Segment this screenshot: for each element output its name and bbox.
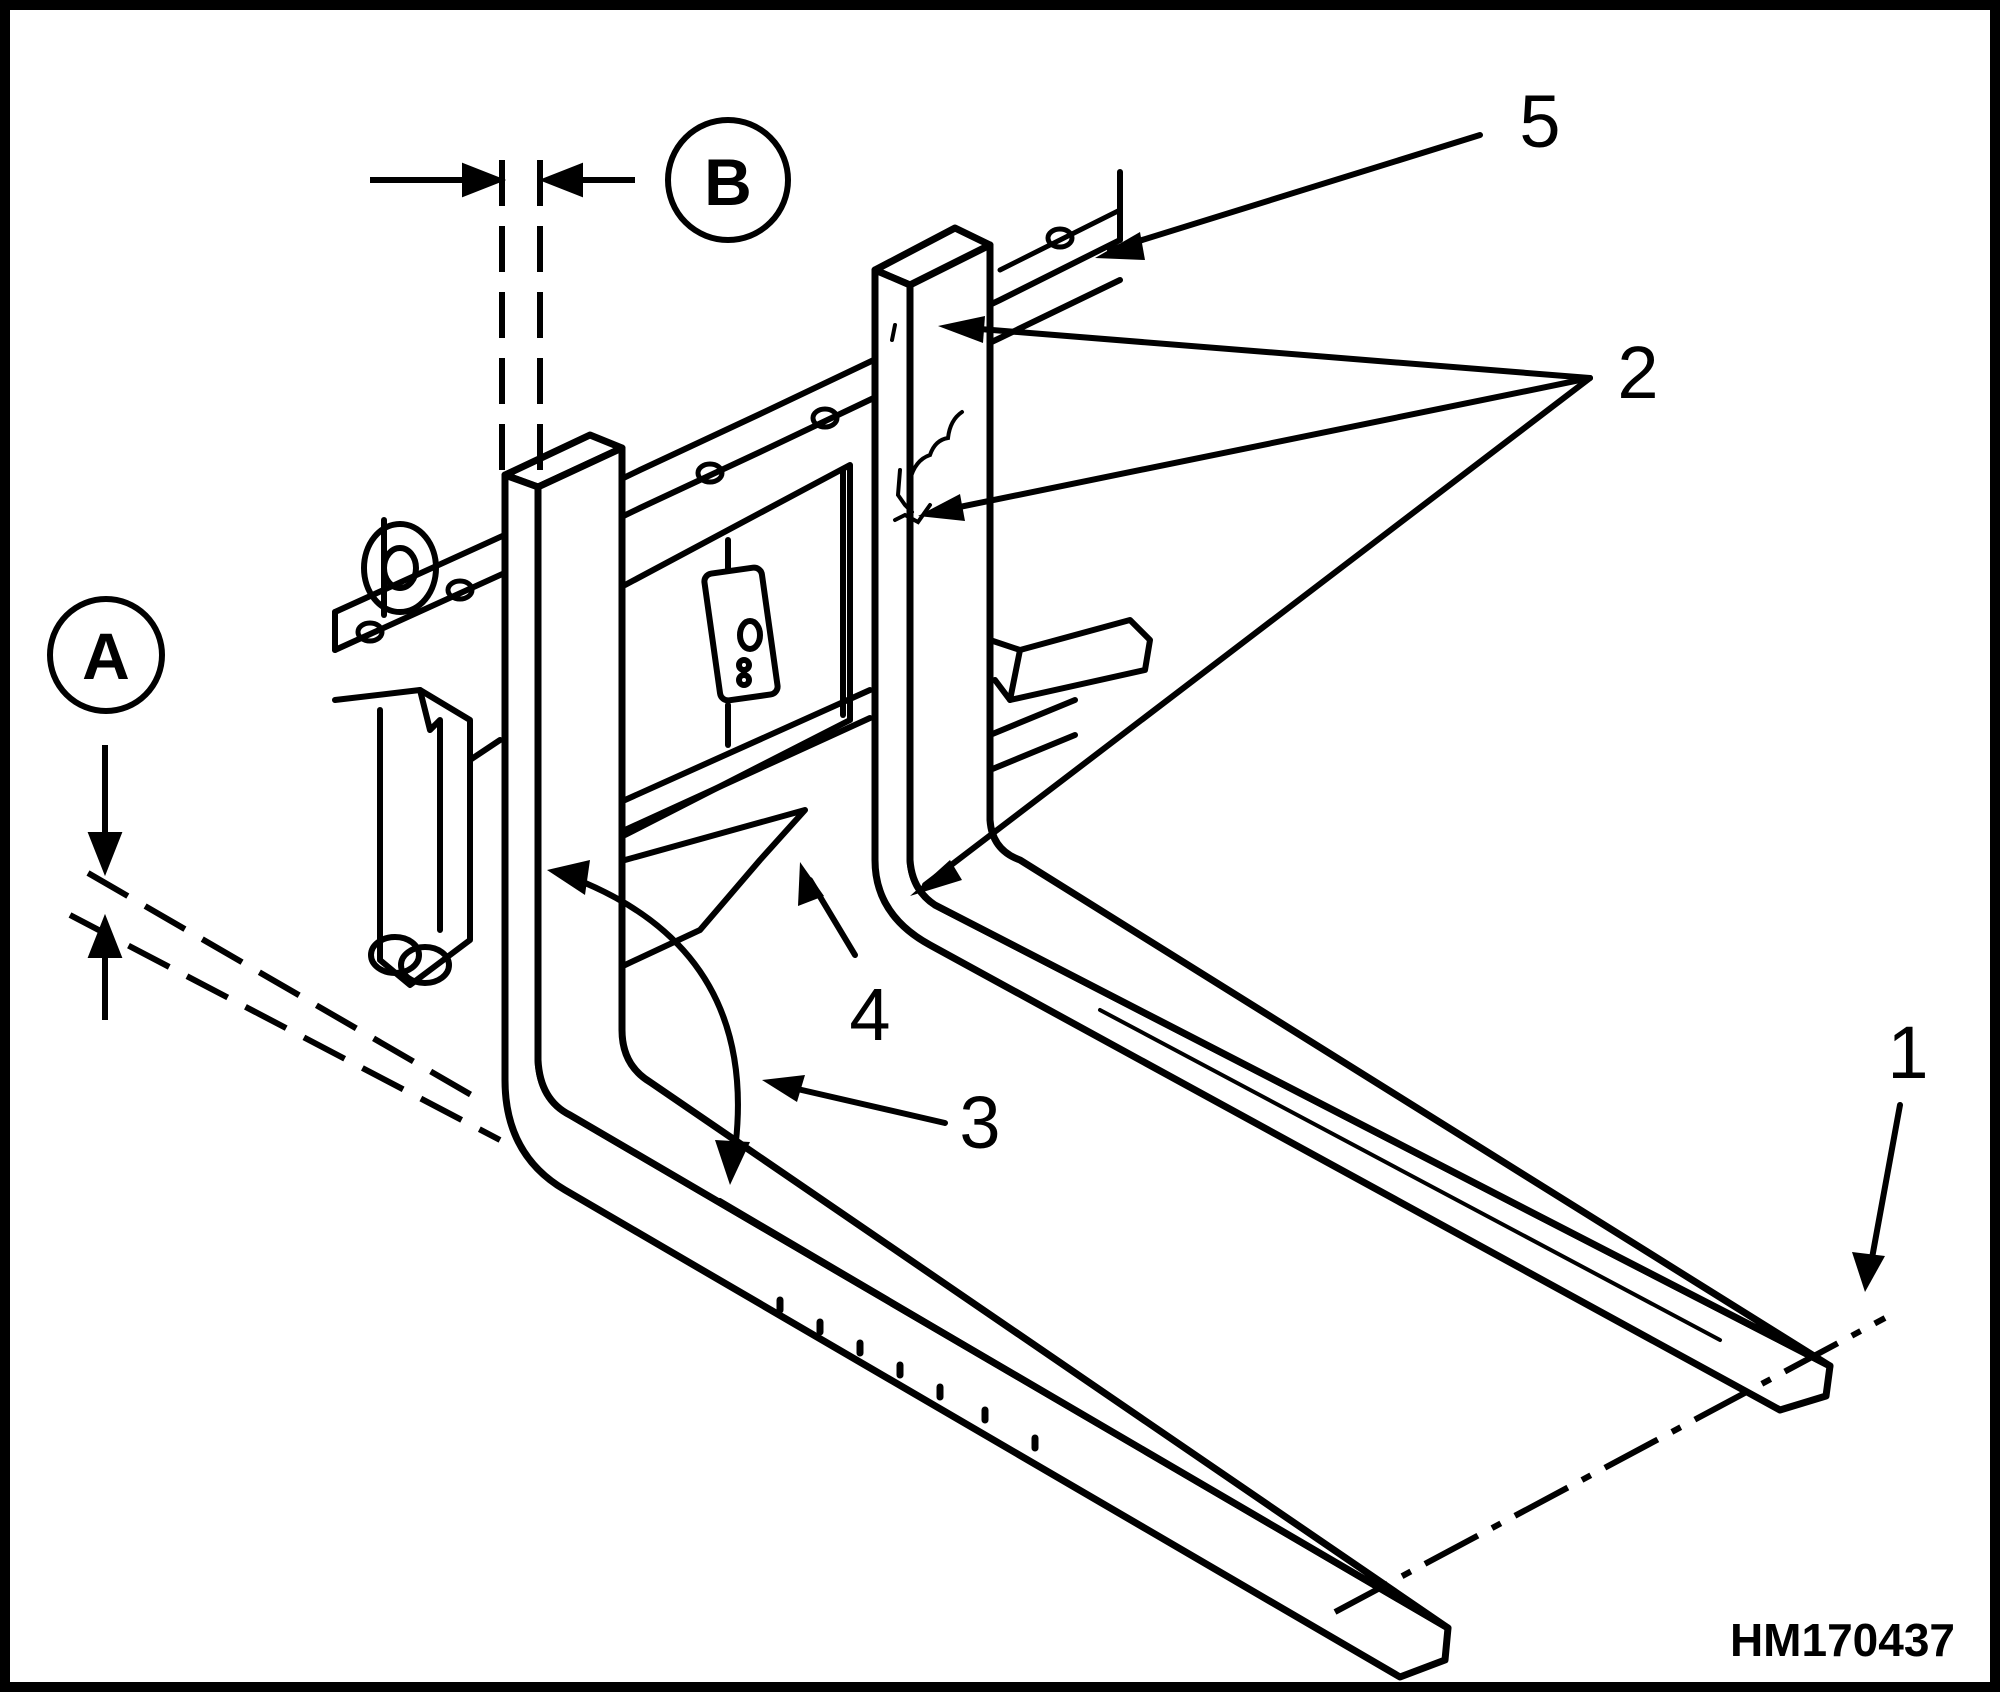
callout-3-arrowhead-bottom <box>715 1140 750 1185</box>
fork-tip-alignment-line <box>1333 1315 1887 1615</box>
callout-5-arrowhead <box>1095 232 1145 260</box>
callout-3-leader <box>777 1082 948 1126</box>
callout-5-leader <box>1107 132 1483 253</box>
callout-3-label: 3 <box>959 1081 1000 1164</box>
right-fork <box>871 224 1834 1414</box>
carriage-chain <box>355 207 1123 644</box>
callout-2-leader-a <box>952 324 1593 381</box>
carriage-lower-rail-upper <box>622 687 873 803</box>
carriage-bottom-edge <box>622 807 808 968</box>
callout-2-label: 2 <box>1617 331 1658 414</box>
dim-a-line-lower <box>68 912 502 1143</box>
callout-4-label: 4 <box>849 973 890 1056</box>
right-fork-shank-side <box>906 241 1834 1370</box>
carriage-lower-rail-lower <box>622 715 873 833</box>
callout-1-leader <box>1865 1102 1903 1283</box>
dim-b-circle <box>665 117 791 243</box>
carriage-right-bracket <box>987 617 1153 773</box>
callout-5-label: 5 <box>1519 80 1560 163</box>
dimension-a <box>68 745 1887 1615</box>
callout-1-arrowhead <box>1852 1252 1885 1292</box>
data-plate <box>701 537 781 748</box>
fork-crack-marks <box>890 323 964 525</box>
callout-arrowheads <box>547 232 1885 1292</box>
left-fork <box>501 431 1452 1681</box>
dim-a-line-upper <box>86 870 482 1103</box>
dim-a-circle <box>47 596 165 714</box>
left-fork-shank-side <box>534 444 1452 1632</box>
callout-3-bend-arc <box>562 872 741 1173</box>
callout-2-arrowhead-b <box>918 494 965 521</box>
callout-2-arrowhead-a <box>938 316 985 343</box>
dim-b-label: B <box>704 145 752 219</box>
dim-a-label: A <box>82 619 130 693</box>
dim-a-dots <box>776 1296 1039 1452</box>
callout-3-leader-arrowhead <box>762 1075 805 1102</box>
callout-2-arrowhead-c <box>910 860 962 896</box>
dimension-b <box>370 160 635 487</box>
callout-2-leader-b <box>932 375 1593 515</box>
callout-1-label: 1 <box>1887 1011 1928 1094</box>
right-fork-shank-front <box>871 266 1834 1414</box>
figure-id: HM170437 <box>1730 1614 1955 1666</box>
callout-3-arrowhead-top <box>547 860 590 895</box>
callout-4-arrowhead <box>798 862 824 906</box>
carriage-side-roller <box>361 517 439 618</box>
right-fork-blade-edge <box>1098 1008 1722 1342</box>
carriage-lower-hook <box>332 687 473 988</box>
callout-2-leader-c <box>922 375 1593 888</box>
left-fork-blade-edge <box>718 1198 1402 1602</box>
carriage-lower-bar <box>467 737 503 763</box>
